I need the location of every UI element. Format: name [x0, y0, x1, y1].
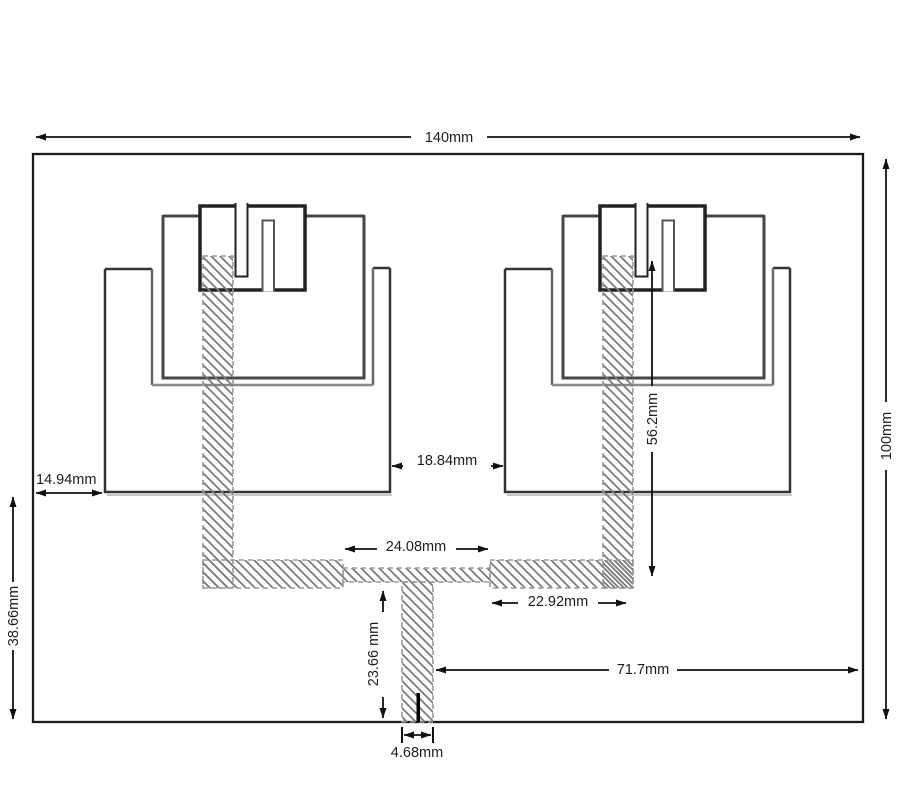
dimension-element-gap: 18.84mm: [391, 452, 504, 470]
inner-cup-left: [161, 215, 366, 380]
feed-network: [202, 559, 634, 723]
dim-label-input-feed-height: 23.66 mm: [366, 622, 382, 686]
dimension-input-feed-height: 23.66 mm: [366, 590, 387, 719]
dim-label-board-width: 140mm: [425, 130, 473, 146]
stub-slot-fill: [662, 220, 674, 292]
dim-label-slot-depth: 56.2mm: [645, 393, 661, 445]
dim-label-mid-feed-width: 24.08mm: [386, 539, 446, 555]
feed-line-right: [602, 255, 634, 589]
dimension-right-feed-width: 22.92mm: [491, 592, 627, 610]
dim-label-right-edge-span: 71.7mm: [617, 662, 669, 678]
dimension-input-feed-width: 4.68mm: [391, 727, 443, 761]
feed-line-left: [202, 255, 234, 589]
dim-label-board-height: 100mm: [879, 412, 895, 460]
dimension-right-edge-span: 71.7mm: [435, 659, 859, 678]
dim-label-right-feed-width: 22.92mm: [528, 594, 588, 610]
u-slot-outline: [634, 203, 649, 278]
dim-label-element-gap: 18.84mm: [417, 453, 477, 469]
stub-slot-outline: [261, 219, 275, 292]
dim-label-left-edge-offset: 14.94mm: [36, 472, 96, 488]
feed-strip-right: [489, 559, 634, 589]
dimension-mid-feed-width: 24.08mm: [344, 537, 489, 555]
u-slot-fill: [235, 202, 247, 277]
stub-slot-outline: [661, 219, 675, 292]
outer-cup-inner-walls: [150, 268, 375, 385]
dimension-lower-left-height: 38.66mm: [6, 496, 22, 720]
radiating-box: [198, 204, 307, 292]
feed-port-stub: [416, 693, 420, 722]
dimension-board-width: 140mm: [35, 128, 861, 146]
outer-cup-top-caps: [505, 266, 790, 271]
u-slot-fill: [635, 202, 647, 277]
outer-cup-top-caps: [105, 266, 390, 271]
antenna-element-left: [103, 202, 392, 589]
u-slot-outline: [234, 203, 249, 278]
dimension-left-edge-offset: 14.94mm: [35, 472, 103, 497]
substrate-outline: [31, 152, 865, 724]
dim-label-input-feed-width: 4.68mm: [391, 745, 443, 761]
dim-label-lower-left-height: 38.66mm: [6, 586, 22, 646]
outer-cup-inner-walls: [550, 268, 775, 385]
feed-strip-middle: [342, 567, 491, 583]
dimension-slot-depth: 56.2mm: [645, 260, 661, 577]
stub-slot-fill: [262, 220, 274, 292]
dimension-board-height: 100mm: [879, 158, 895, 720]
outer-cup-left: [103, 268, 392, 494]
outer-cup-right: [503, 268, 792, 494]
feed-strip-left: [202, 559, 344, 589]
inner-cup-right: [561, 215, 766, 380]
